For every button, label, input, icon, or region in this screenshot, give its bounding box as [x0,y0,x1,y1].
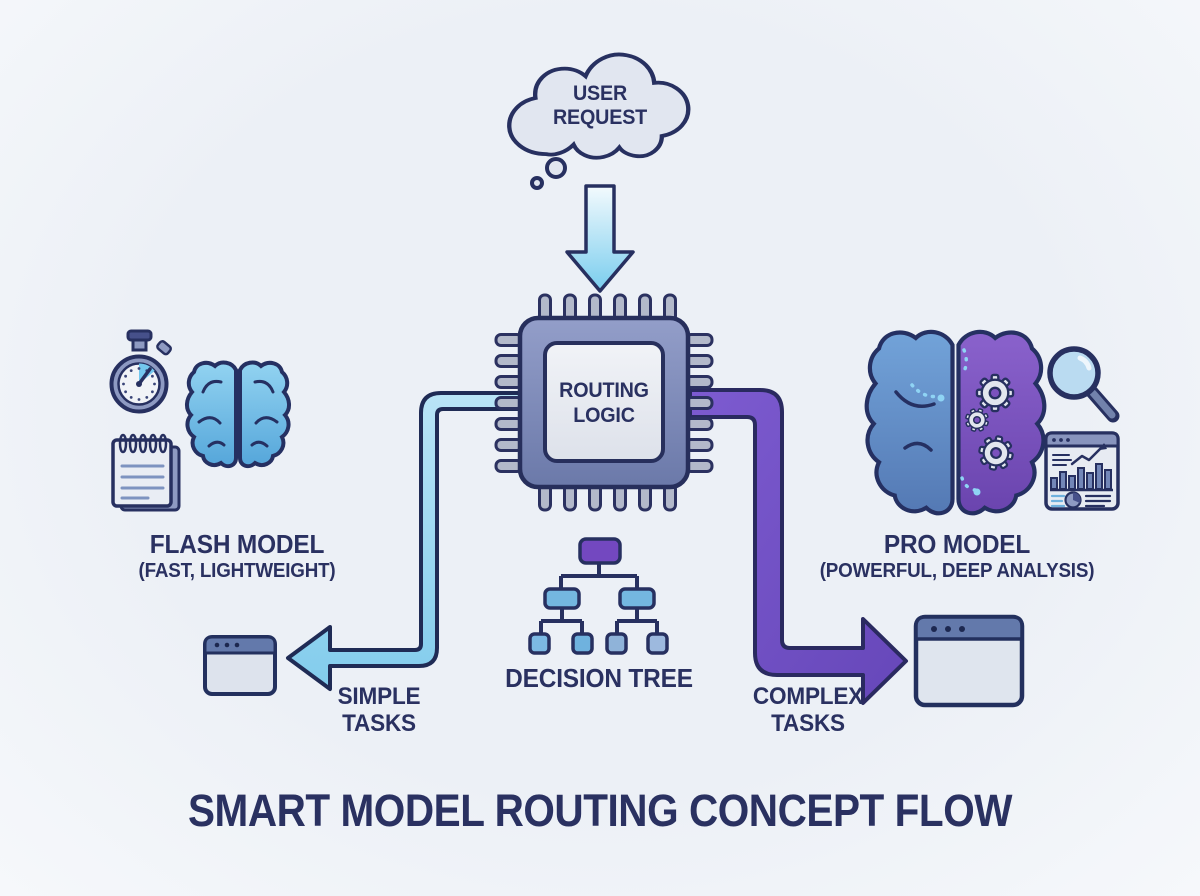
decision-tree-label: DECISION TREE [505,663,693,693]
simple-tasks-label: SIMPLE TASKS [337,683,421,737]
simple-tasks-arrow [286,391,522,691]
browser-window-large-icon [913,614,1025,708]
browser-window-small-icon [203,635,277,696]
chip-die [543,341,665,463]
complex-tasks-label: COMPLEX TASKS [752,683,864,737]
stopwatch-icon [109,329,172,414]
routing-logic-label: ROUTING LOGIC [559,379,649,428]
pro-model-subtitle: (POWERFUL, DEEP ANALYSIS) [819,560,1095,582]
analytics-window-icon [1044,431,1120,511]
magnifier-icon [1047,346,1120,423]
flash-brain-icon [187,363,289,467]
pro-brain-dots [910,383,942,399]
flash-model-title: FLASH MODEL [149,529,325,559]
stopwatch-ticks [122,367,156,401]
flash-model-subtitle: (FAST, LIGHTWEIGHT) [138,560,336,582]
cpu-chip-icon [494,293,714,512]
page-title: SMART MODEL ROUTING CONCEPT FLOW [187,785,1013,836]
pro-brain-icon [867,332,1045,513]
notepad-spiral [118,433,168,454]
pro-model-title: PRO MODEL [883,529,1031,559]
complex-tasks-arrow [688,388,908,705]
decision-tree-icon [528,537,669,655]
thought-cloud-icon [507,52,691,190]
notepad-lines [120,464,165,500]
notepad-icon [111,433,181,512]
down-arrow-icon [565,184,635,293]
user-request-label: USER REQUEST [552,82,648,129]
